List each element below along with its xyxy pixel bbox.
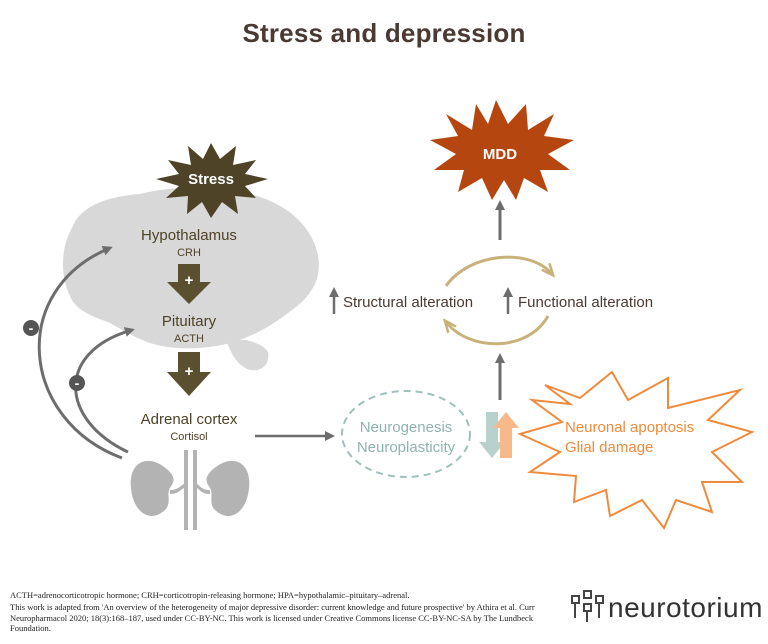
footer-abbreviations: ACTH=adrenocorticotropic hormone; CRH=co… xyxy=(10,590,410,600)
stress-burst-icon xyxy=(156,143,268,218)
brain-stem-shape xyxy=(226,340,269,371)
minus-circle-2 xyxy=(69,375,85,391)
hpa-arrow-1 xyxy=(167,264,211,304)
pituitary-label: Pituitary xyxy=(162,313,217,330)
functional-alteration-label: Functional alteration xyxy=(518,294,653,311)
stress-label: Stress xyxy=(188,171,234,188)
neuroplasticity-label: Neuroplasticity xyxy=(357,439,456,456)
minus-sign-2: - xyxy=(75,375,80,391)
cortisol-label: Cortisol xyxy=(170,431,207,443)
cycle-arrow-bottom xyxy=(446,315,550,346)
plus-sign-2: + xyxy=(185,363,194,380)
increase-arrow-icon xyxy=(493,412,519,458)
plus-sign-1: + xyxy=(185,272,194,289)
feedback-arrow-outer xyxy=(37,246,123,460)
feedback-arrow-inner xyxy=(74,327,135,454)
cycle-arrow-top xyxy=(444,255,552,287)
mdd-burst-icon xyxy=(430,100,574,200)
kidneys-icon xyxy=(130,450,250,530)
neurotorium-logo-icon xyxy=(571,590,604,622)
hypothalamus-label: Hypothalamus xyxy=(141,227,237,244)
minus-sign-1: - xyxy=(29,320,34,336)
neurogenesis-ellipse xyxy=(341,390,471,478)
footer-attribution: This work is adapted from 'An overview o… xyxy=(10,602,535,633)
neurotorium-logo-text: neurotorium xyxy=(608,592,763,623)
minus-circle-1 xyxy=(23,320,39,336)
neuronal-apoptosis-label: Neuronal apoptosis xyxy=(565,419,694,436)
adrenal-cortex-label: Adrenal cortex xyxy=(141,411,238,428)
crh-label: CRH xyxy=(177,247,201,259)
hpa-arrow-2 xyxy=(167,352,211,396)
decrease-arrow-icon xyxy=(479,412,505,458)
page-title: Stress and depression xyxy=(242,18,526,48)
apoptosis-burst-icon xyxy=(517,370,755,530)
mdd-label: MDD xyxy=(483,146,517,163)
structural-alteration-label: Structural alteration xyxy=(343,294,473,311)
acth-label: ACTH xyxy=(174,333,204,345)
glial-damage-label: Glial damage xyxy=(565,439,653,456)
neurogenesis-label: Neurogenesis xyxy=(360,419,453,436)
